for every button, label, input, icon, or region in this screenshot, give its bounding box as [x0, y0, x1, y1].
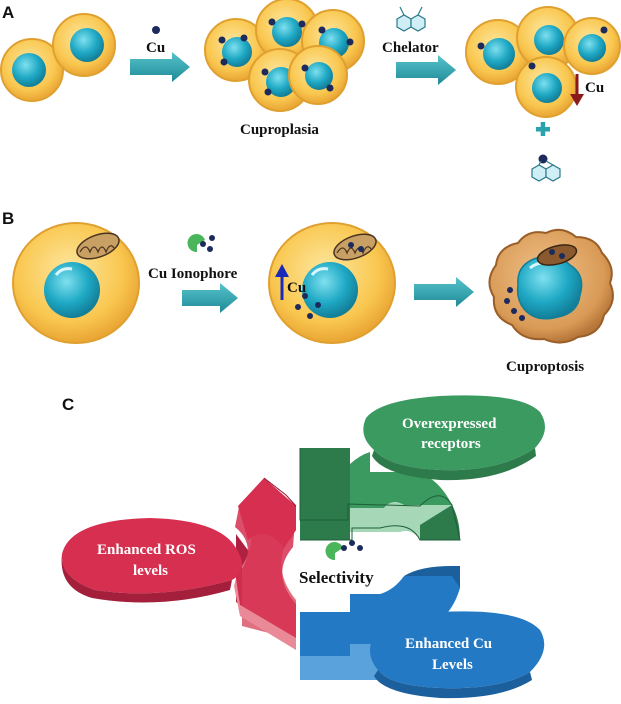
cuproptotic-cell — [488, 228, 614, 344]
cu-increase-label: Cu — [287, 280, 306, 296]
copper-dot — [152, 26, 160, 34]
cu-increase-arrow — [275, 264, 289, 300]
panel-c-letter: C — [62, 395, 74, 414]
plus-sign — [536, 122, 550, 136]
ros-segment — [61, 477, 297, 650]
arrow-to-cuproptosis — [414, 277, 474, 307]
cu-levels-label-line2: Levels — [432, 657, 473, 673]
cu-decrease-label: Cu — [585, 80, 604, 96]
cuproptosis-label: Cuproptosis — [506, 359, 584, 375]
cu-ionophore-label: Cu Ionophore — [148, 266, 238, 282]
copper-chelate-complex-icon — [531, 154, 561, 182]
selectivity-label: Selectivity — [299, 568, 374, 587]
cu-levels-segment — [300, 566, 545, 699]
receptors-label-line2: receptors — [421, 436, 481, 452]
cuproplasia-cell-cluster — [204, 0, 365, 112]
copper-loaded-cell — [268, 222, 396, 344]
mitochondrion-icon — [76, 232, 120, 260]
cuproplasia-label: Cuproplasia — [240, 122, 319, 138]
chelated-cell-cluster — [465, 6, 621, 118]
healthy-cell — [12, 222, 140, 344]
receptors-label-line1: Overexpressed — [402, 416, 497, 432]
cu-decrease-arrow — [570, 74, 584, 106]
ionophore-icon — [187, 234, 215, 253]
panel-a-letter: A — [2, 3, 14, 22]
cu-label: Cu — [146, 40, 165, 56]
center-ionophore-icon — [325, 540, 363, 561]
ros-label-line1: Enhanced ROS — [97, 542, 196, 558]
cu-levels-label-line1: Enhanced Cu — [405, 636, 492, 652]
ros-label-line2: levels — [133, 563, 168, 579]
arrow-ionophore — [182, 283, 238, 313]
chelator-icon — [396, 6, 426, 32]
receptors-segment — [299, 395, 545, 541]
arrow-chelator — [396, 55, 456, 85]
panel-b-letter: B — [2, 209, 14, 228]
normal-cells-pair — [0, 13, 116, 102]
chelator-label: Chelator — [382, 40, 439, 56]
arrow-cu-to-cuproplasia — [130, 52, 190, 82]
